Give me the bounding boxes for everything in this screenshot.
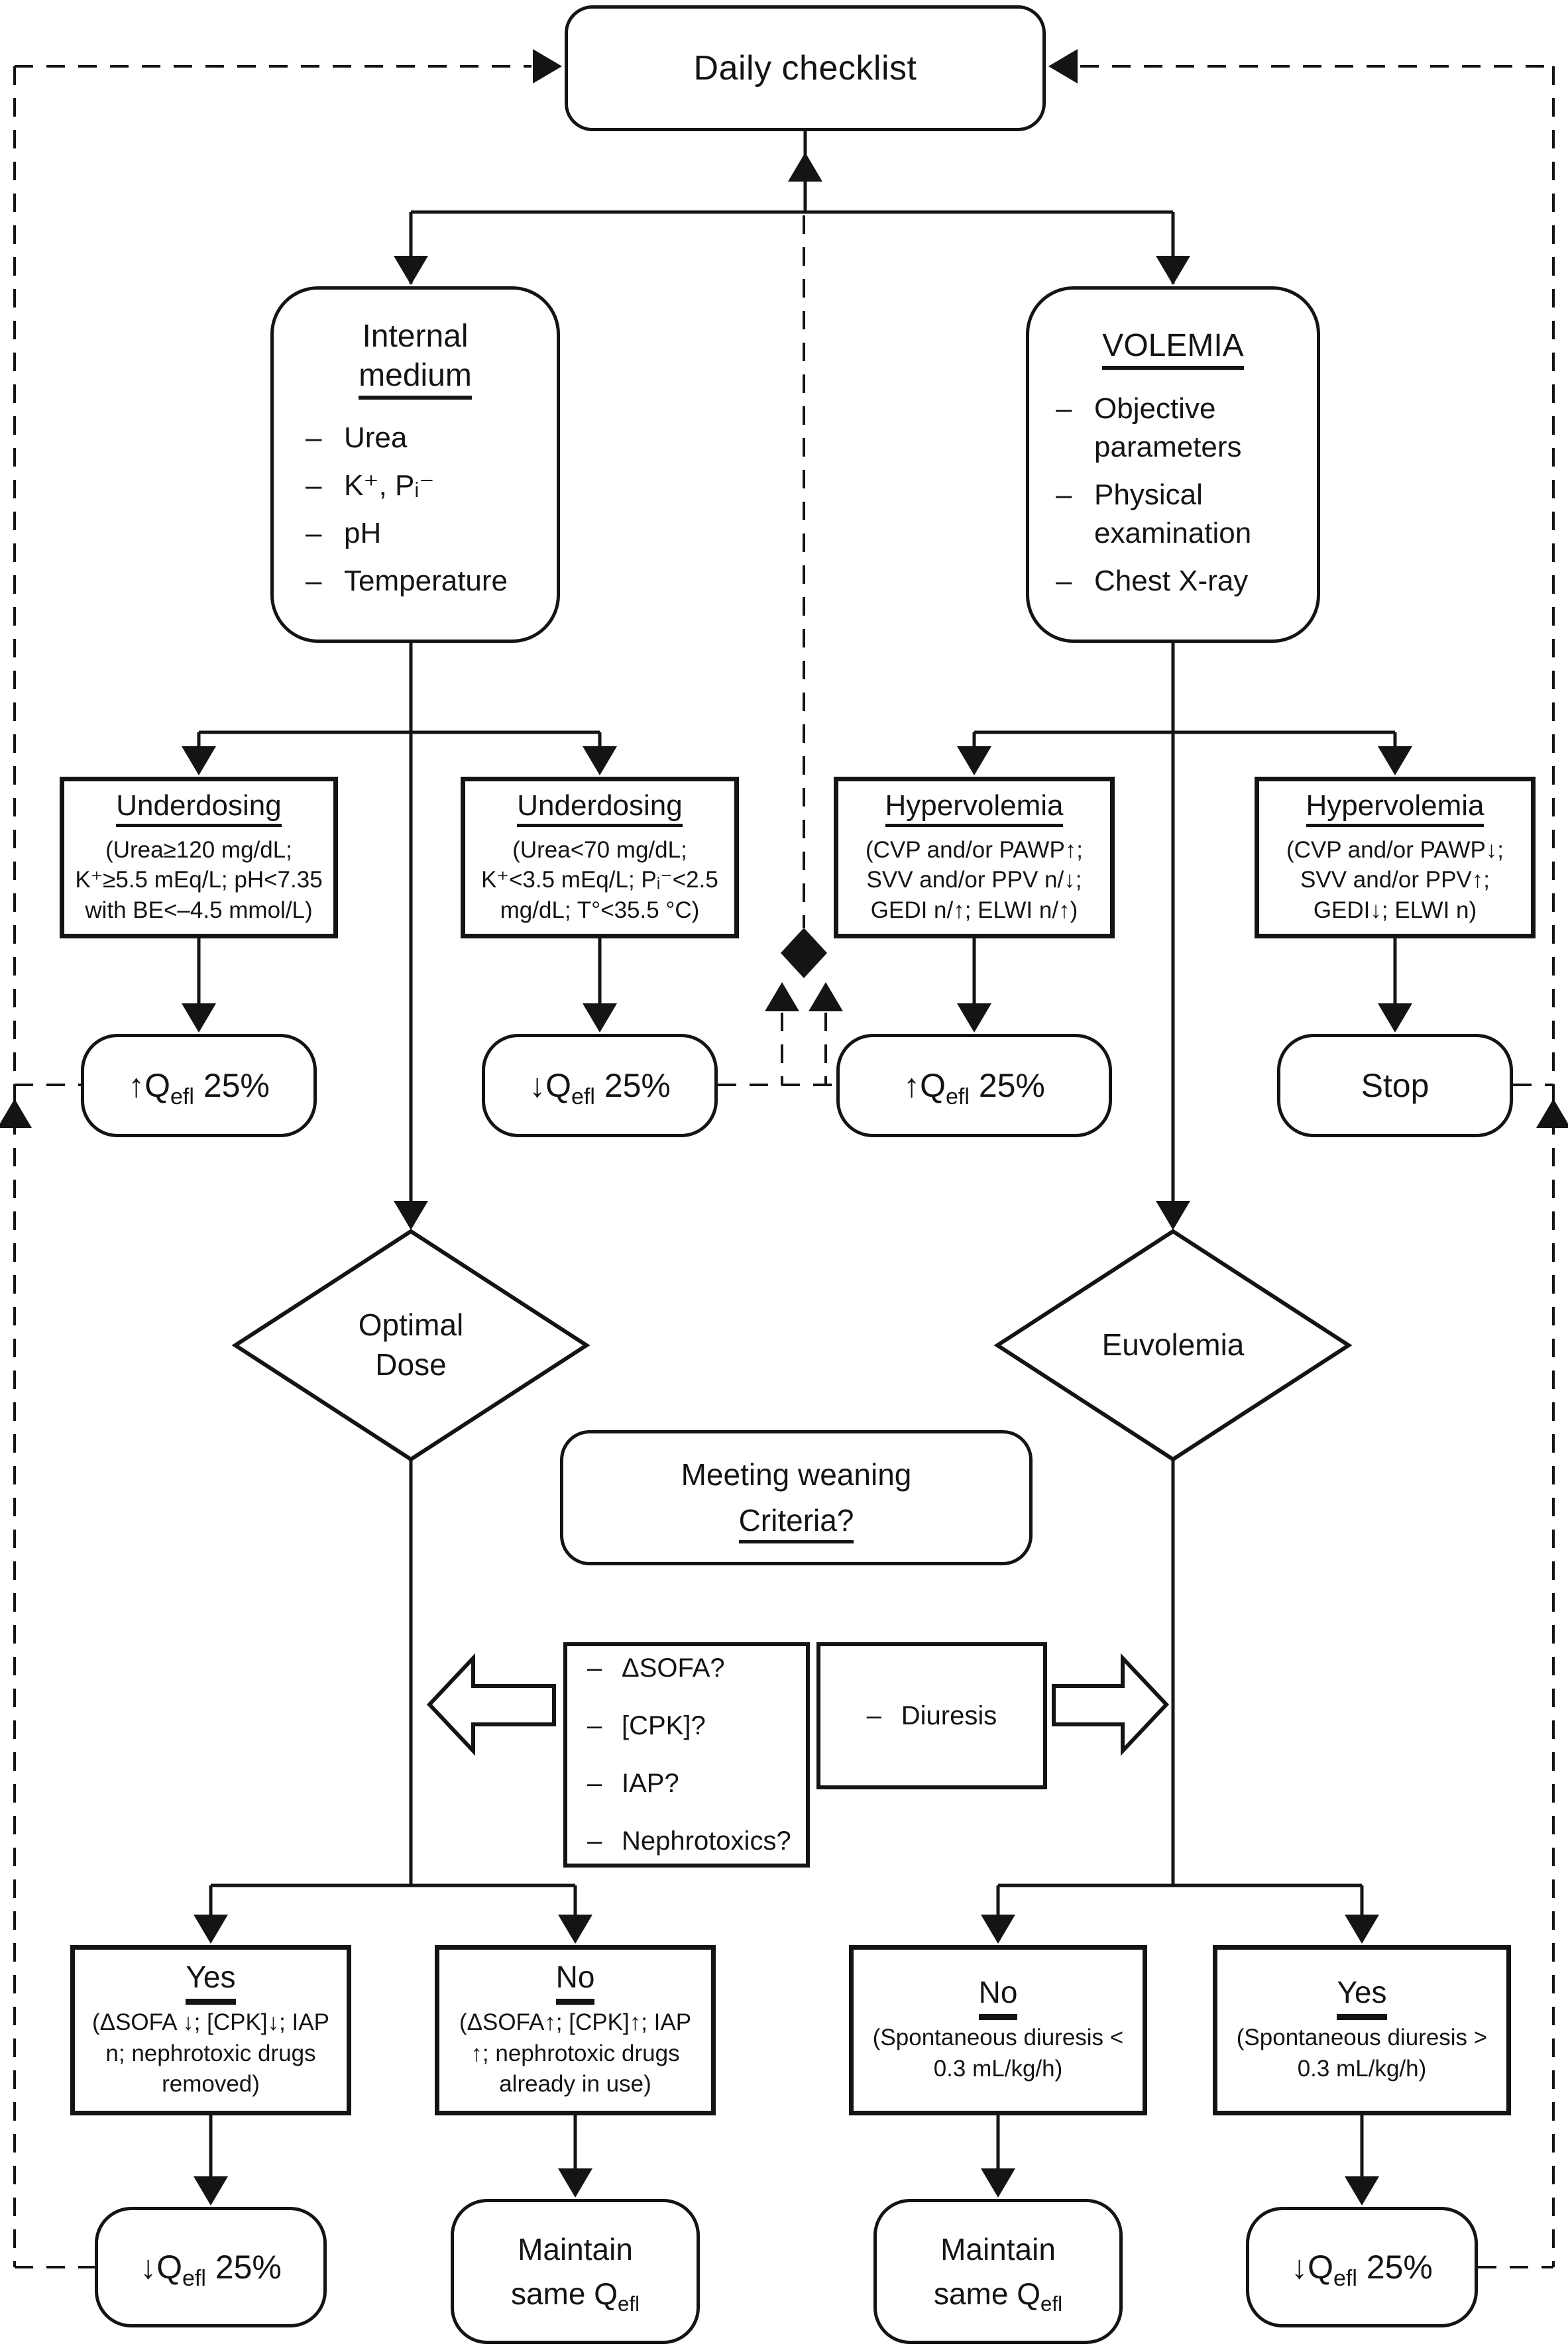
hypervolemia-left-title: Hypervolemia bbox=[885, 789, 1064, 827]
outcome-yes-right-title: Yes bbox=[1337, 1975, 1387, 2021]
feedback-dashed-connectors bbox=[13, 65, 1555, 2268]
optimal-dose-diamond bbox=[231, 1229, 590, 1462]
euvolemia-label: Euvolemia bbox=[1101, 1327, 1245, 1363]
underdosing-mild-criteria: (Urea<70 mg/dL; K⁺<3.5 mEq/L; Pᵢ⁻<2.5 mg… bbox=[481, 836, 718, 923]
increase-qefl-25-box-2: ↑Qefl 25% bbox=[836, 1034, 1112, 1137]
decrease-qefl-25-label: ↓Qefl 25% bbox=[1291, 2249, 1433, 2291]
block-arrow-left-icon bbox=[426, 1653, 556, 1756]
hypervolemia-right-box: Hypervolemia (CVP and/or PAWP↓; SVV and/… bbox=[1255, 777, 1536, 938]
decrease-qefl-25-label: ↓Qefl 25% bbox=[529, 1067, 671, 1109]
maintain-qefl-line: same Qefl bbox=[510, 2276, 640, 2316]
volemia-items: –Objective parameters –Physical examinat… bbox=[1029, 390, 1317, 600]
underdosing-severe-box: Underdosing (Urea≥120 mg/dL; K⁺≥5.5 mEq/… bbox=[60, 777, 338, 938]
hypervolemia-left-criteria: (CVP and/or PAWP↑; SVV and/or PPV n/↓; G… bbox=[865, 836, 1084, 923]
volemia-title: VOLEMIA bbox=[1102, 327, 1244, 370]
maintain-qefl-line: same Qefl bbox=[933, 2276, 1063, 2316]
internal-medium-items: –Urea –K⁺, Pᵢ⁻ –pH –Temperature bbox=[274, 419, 557, 600]
outcome-no-right-criteria: (Spontaneous diuresis < 0.3 mL/kg/h) bbox=[872, 2025, 1124, 2082]
volemia-box: VOLEMIA –Objective parameters –Physical … bbox=[1026, 286, 1320, 643]
list-item: –Nephrotoxics? bbox=[587, 1826, 791, 1856]
merge-diamond-connector bbox=[781, 928, 827, 978]
list-item: –Objective parameters bbox=[1056, 392, 1242, 463]
outcome-no-right-box: No (Spontaneous diuresis < 0.3 mL/kg/h) bbox=[849, 1945, 1147, 2115]
euvolemia-diamond bbox=[993, 1229, 1353, 1462]
solid-connectors bbox=[197, 131, 1397, 2179]
decrease-qefl-25-label: ↓Qefl 25% bbox=[140, 2249, 282, 2291]
outcome-yes-left-box: Yes (ΔSOFA ↓; [CPK]↓; IAP n; nephrotoxic… bbox=[70, 1945, 351, 2115]
increase-qefl-25-box-1: ↑Qefl 25% bbox=[81, 1034, 317, 1137]
optimal-dose-label: Optimal Dose bbox=[358, 1308, 464, 1382]
hypervolemia-right-title: Hypervolemia bbox=[1306, 789, 1484, 827]
internal-medium-box: Internal medium –Urea –K⁺, Pᵢ⁻ –pH –Temp… bbox=[270, 286, 560, 643]
weaning-direction-block-arrows bbox=[426, 1653, 1170, 1756]
outcome-no-left-criteria: (ΔSOFA↑; [CPK]↑; IAP ↑; nephrotoxic drug… bbox=[459, 2009, 692, 2097]
list-item: –[CPK]? bbox=[587, 1711, 706, 1741]
list-item: –IAP? bbox=[587, 1769, 679, 1798]
underdosing-severe-title: Underdosing bbox=[116, 789, 282, 827]
list-item: –pH bbox=[306, 517, 382, 550]
block-arrow-right-icon bbox=[1052, 1653, 1170, 1756]
maintain-same-qefl-box-right: Maintain same Qefl bbox=[873, 2199, 1123, 2344]
increase-qefl-25-label: ↑Qefl 25% bbox=[128, 1067, 270, 1109]
list-item: –ΔSOFA? bbox=[587, 1653, 725, 1683]
outcome-yes-left-criteria: (ΔSOFA ↓; [CPK]↓; IAP n; nephrotoxic dru… bbox=[92, 2009, 329, 2097]
list-item: –Urea bbox=[306, 421, 408, 455]
daily-checklist-label: Daily checklist bbox=[693, 49, 917, 87]
outcome-no-right-title: No bbox=[978, 1975, 1018, 2021]
list-item: –Physical examination bbox=[1056, 478, 1252, 549]
decrease-qefl-25-box-1: ↓Qefl 25% bbox=[482, 1034, 718, 1137]
underdosing-mild-title: Underdosing bbox=[517, 789, 683, 827]
weaning-left-criteria-box: –ΔSOFA? –[CPK]? –IAP? –Nephrotoxics? bbox=[563, 1642, 810, 1868]
diuresis-box: – Diuresis bbox=[816, 1642, 1047, 1789]
list-item: –Chest X-ray bbox=[1056, 564, 1249, 597]
stop-label: Stop bbox=[1361, 1067, 1429, 1104]
maintain-same-qefl-box-left: Maintain same Qefl bbox=[451, 2199, 700, 2344]
hypervolemia-right-criteria: (CVP and/or PAWP↓; SVV and/or PPV↑; GEDI… bbox=[1286, 836, 1504, 923]
underdosing-severe-criteria: (Urea≥120 mg/dL; K⁺≥5.5 mEq/L; pH<7.35 w… bbox=[75, 836, 323, 923]
arrowheads bbox=[0, 49, 1568, 2206]
weaning-question-box: Meeting weaning Criteria? bbox=[560, 1430, 1033, 1565]
underdosing-mild-box: Underdosing (Urea<70 mg/dL; K⁺<3.5 mEq/L… bbox=[461, 777, 739, 938]
decrease-qefl-25-box-left: ↓Qefl 25% bbox=[95, 2207, 327, 2327]
list-item: –Temperature bbox=[306, 565, 508, 598]
outcome-no-left-title: No bbox=[555, 1960, 595, 2005]
outcome-no-left-box: No (ΔSOFA↑; [CPK]↑; IAP ↑; nephrotoxic d… bbox=[435, 1945, 716, 2115]
stop-box: Stop bbox=[1277, 1034, 1513, 1137]
internal-medium-title: Internal medium bbox=[359, 317, 472, 400]
weaning-left-criteria-items: –ΔSOFA? –[CPK]? –IAP? –Nephrotoxics? bbox=[567, 1651, 806, 1858]
outcome-yes-left-title: Yes bbox=[186, 1960, 236, 2005]
list-item: –K⁺, Pᵢ⁻ bbox=[306, 469, 435, 502]
increase-qefl-25-label: ↑Qefl 25% bbox=[903, 1067, 1045, 1109]
decrease-qefl-25-box-right: ↓Qefl 25% bbox=[1246, 2207, 1478, 2327]
outcome-yes-right-box: Yes (Spontaneous diuresis > 0.3 mL/kg/h) bbox=[1213, 1945, 1511, 2115]
daily-checklist-box: Daily checklist bbox=[565, 5, 1046, 131]
list-item: – Diuresis bbox=[866, 1701, 997, 1730]
outcome-yes-right-criteria: (Spontaneous diuresis > 0.3 mL/kg/h) bbox=[1236, 2025, 1488, 2082]
hypervolemia-left-box: Hypervolemia (CVP and/or PAWP↑; SVV and/… bbox=[834, 777, 1115, 938]
